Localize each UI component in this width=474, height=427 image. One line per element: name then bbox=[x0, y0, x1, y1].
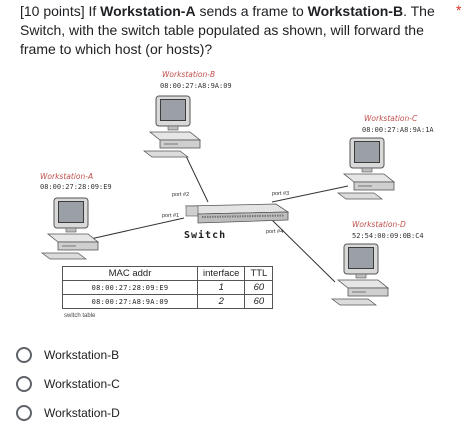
cable-port2 bbox=[185, 155, 209, 203]
radio-button[interactable] bbox=[16, 375, 32, 392]
required-asterisk: * bbox=[456, 2, 462, 18]
cable-port1 bbox=[85, 217, 185, 241]
workstation-a-name: Workstation-A bbox=[40, 172, 93, 181]
table-row: 08:00:27:A8:9A:09 2 60 bbox=[62, 294, 274, 309]
cable-port3 bbox=[271, 185, 349, 203]
header-ttl: TTL bbox=[244, 266, 274, 281]
option-label: Workstation-C bbox=[44, 376, 120, 391]
switch-table-caption: switch table bbox=[64, 313, 96, 319]
question-mid: sends a frame to bbox=[195, 3, 308, 19]
question-source-host: Workstation-A bbox=[100, 3, 196, 19]
network-diagram: Switch port #1 port #2 port #3 port #4 W… bbox=[40, 70, 434, 306]
workstation-a-mac: 08:00:27:28:09:E9 bbox=[40, 183, 112, 191]
workstation-c-mac: 08:00:27:A8:9A:1A bbox=[362, 126, 434, 134]
workstation-c-name: Workstation-C bbox=[364, 114, 418, 123]
row-1-interface: 1 bbox=[196, 280, 246, 295]
option-label: Workstation-B bbox=[44, 347, 120, 362]
workstation-b-name: Workstation-B bbox=[162, 70, 215, 79]
header-mac: MAC addr bbox=[62, 266, 198, 281]
workstation-c-computer-icon bbox=[337, 137, 395, 200]
switch-table: MAC addr interface TTL 08:00:27:28:09:E9… bbox=[62, 266, 274, 309]
header-interface: interface bbox=[196, 266, 246, 281]
switch-label: Switch bbox=[184, 229, 226, 241]
question-dest-host: Workstation-B bbox=[307, 3, 404, 19]
workstation-d-mac: 52:54:00:09:0B:C4 bbox=[352, 232, 424, 240]
switch-device bbox=[184, 203, 290, 224]
switch-table-header: MAC addr interface TTL bbox=[62, 266, 274, 281]
answer-options: Workstation-B Workstation-C Workstation-… bbox=[16, 340, 120, 427]
row-2-ttl: 60 bbox=[244, 294, 274, 309]
port-2-label: port #2 bbox=[172, 192, 189, 198]
cable-port4 bbox=[271, 219, 336, 283]
question-text: [10 points] If Workstation-A sends a fra… bbox=[20, 2, 440, 59]
workstation-b-computer-icon bbox=[143, 95, 201, 158]
row-1-ttl: 60 bbox=[244, 280, 274, 295]
row-1-mac: 08:00:27:28:09:E9 bbox=[62, 280, 198, 295]
workstation-d-computer-icon bbox=[331, 243, 389, 306]
radio-button[interactable] bbox=[16, 404, 32, 421]
workstation-a-computer-icon bbox=[41, 197, 99, 260]
question-suffix: . The Switch, with the switch table popu… bbox=[20, 3, 435, 57]
option-workstation-b[interactable]: Workstation-B bbox=[16, 340, 120, 369]
row-2-mac: 08:00:27:A8:9A:09 bbox=[62, 294, 198, 309]
workstation-b-mac: 08:00:27:A8:9A:09 bbox=[160, 82, 232, 90]
option-workstation-c[interactable]: Workstation-C bbox=[16, 369, 120, 398]
row-2-interface: 2 bbox=[196, 294, 246, 309]
port-4-label: port #4 bbox=[266, 229, 283, 235]
workstation-d-name: Workstation-D bbox=[352, 220, 406, 229]
radio-button[interactable] bbox=[16, 346, 32, 363]
question-prefix: [10 points] If bbox=[20, 3, 101, 19]
port-3-label: port #3 bbox=[272, 191, 289, 197]
option-workstation-d[interactable]: Workstation-D bbox=[16, 398, 120, 427]
port-1-label: port #1 bbox=[162, 213, 179, 219]
option-label: Workstation-D bbox=[44, 405, 120, 420]
table-row: 08:00:27:28:09:E9 1 60 bbox=[62, 280, 274, 295]
